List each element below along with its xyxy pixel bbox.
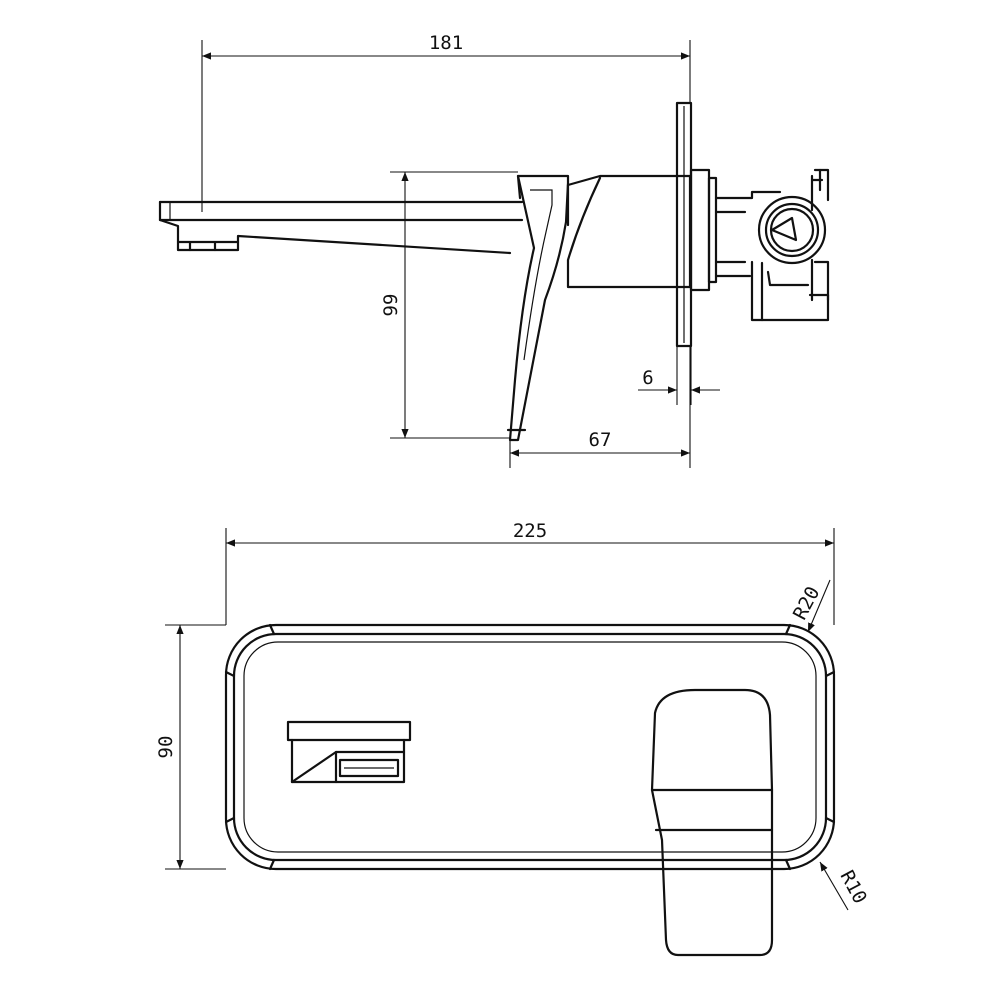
body-block [566, 174, 692, 289]
dim-6: 6 [638, 346, 720, 405]
dim-225-label: 225 [513, 520, 547, 542]
dim-181: 181 [201, 32, 691, 212]
spout [158, 200, 524, 255]
dim-99: 99 [380, 171, 518, 439]
dim-r20: R20 [789, 579, 831, 633]
dim-r10: R10 [819, 861, 872, 911]
rear-valve [714, 168, 830, 322]
dim-r20-label: R20 [789, 583, 825, 624]
spout-outlet [286, 720, 412, 784]
dim-90-label: 90 [155, 736, 177, 759]
dim-90: 90 [155, 624, 226, 870]
front-view: 225 90 R20 R10 [155, 520, 872, 957]
lever-handle [506, 174, 570, 442]
wall-plate [675, 101, 718, 348]
dim-181-label: 181 [429, 32, 463, 54]
dim-225: 225 [225, 520, 835, 625]
dim-r10-label: R10 [836, 867, 872, 908]
dim-67-label: 67 [589, 429, 612, 451]
front-handle [650, 688, 774, 957]
front-plate [224, 623, 836, 871]
side-view: 181 99 6 67 [158, 32, 830, 468]
dim-99-label: 99 [380, 294, 402, 317]
dim-6-label: 6 [642, 367, 653, 389]
dim-67: 67 [509, 346, 691, 468]
